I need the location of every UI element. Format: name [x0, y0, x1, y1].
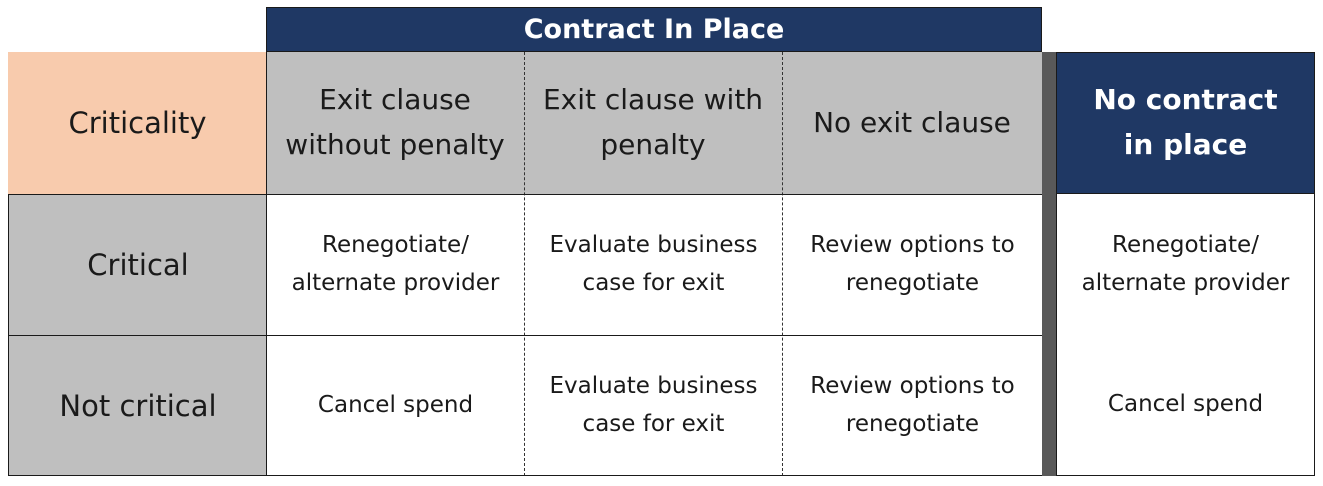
cell-text: Renegotiate/ alternate provider	[1081, 231, 1290, 296]
grid-divider	[267, 194, 1042, 195]
row-header-label: Critical	[87, 248, 189, 282]
cell-text: Renegotiate/ alternate provider	[291, 232, 500, 296]
row-header-critical: Critical	[8, 194, 267, 335]
grid-divider	[266, 52, 267, 476]
cell-critical-no-exit-clause: Review options to renegotiate	[783, 195, 1042, 335]
col-header-label: No exit clause	[813, 105, 1011, 139]
cell-not-critical-exit-without-penalty: Cancel spend	[267, 336, 524, 475]
criticality-header-label: Criticality	[68, 106, 207, 140]
section-separator-bar	[1042, 52, 1056, 476]
cell-text: Evaluate business case for exit	[549, 372, 758, 437]
col-header-label: Exit clause without penalty	[285, 83, 505, 161]
row-header-not-critical: Not critical	[8, 335, 267, 476]
criticality-header: Criticality	[8, 52, 267, 194]
cell-text: Cancel spend	[317, 391, 474, 418]
grid-divider	[782, 52, 783, 476]
cell-text: Cancel spend	[1107, 391, 1264, 418]
cell-critical-exit-with-penalty: Evaluate business case for exit	[525, 195, 782, 335]
cell-critical-exit-without-penalty: Renegotiate/ alternate provider	[267, 195, 524, 335]
row-header-label: Not critical	[59, 388, 217, 423]
cell-critical-no-contract: Renegotiate/ alternate provider	[1056, 194, 1315, 336]
cell-text: Evaluate business case for exit	[549, 232, 758, 296]
cell-text: Review options to renegotiate	[810, 372, 1015, 437]
grid-divider	[524, 52, 525, 476]
grid-divider	[267, 475, 1042, 476]
col-header-exit-with-penalty: Exit clause with penalty	[524, 52, 782, 194]
cell-not-critical-no-contract: Cancel spend	[1056, 335, 1315, 476]
cell-not-critical-exit-with-penalty: Evaluate business case for exit	[525, 336, 782, 475]
col-header-label: Exit clause with penalty	[542, 83, 764, 161]
no-contract-header-label: No contract in place	[1093, 83, 1278, 161]
cell-not-critical-no-exit-clause: Review options to renegotiate	[783, 336, 1042, 475]
banner-title: Contract In Place	[523, 14, 785, 45]
contract-in-place-banner: Contract In Place	[266, 7, 1042, 52]
col-header-exit-without-penalty: Exit clause without penalty	[266, 52, 524, 194]
col-header-no-exit-clause: No exit clause	[782, 52, 1042, 194]
no-contract-header: No contract in place	[1056, 52, 1315, 194]
cell-text: Review options to renegotiate	[810, 232, 1015, 296]
grid-divider	[267, 335, 1042, 336]
